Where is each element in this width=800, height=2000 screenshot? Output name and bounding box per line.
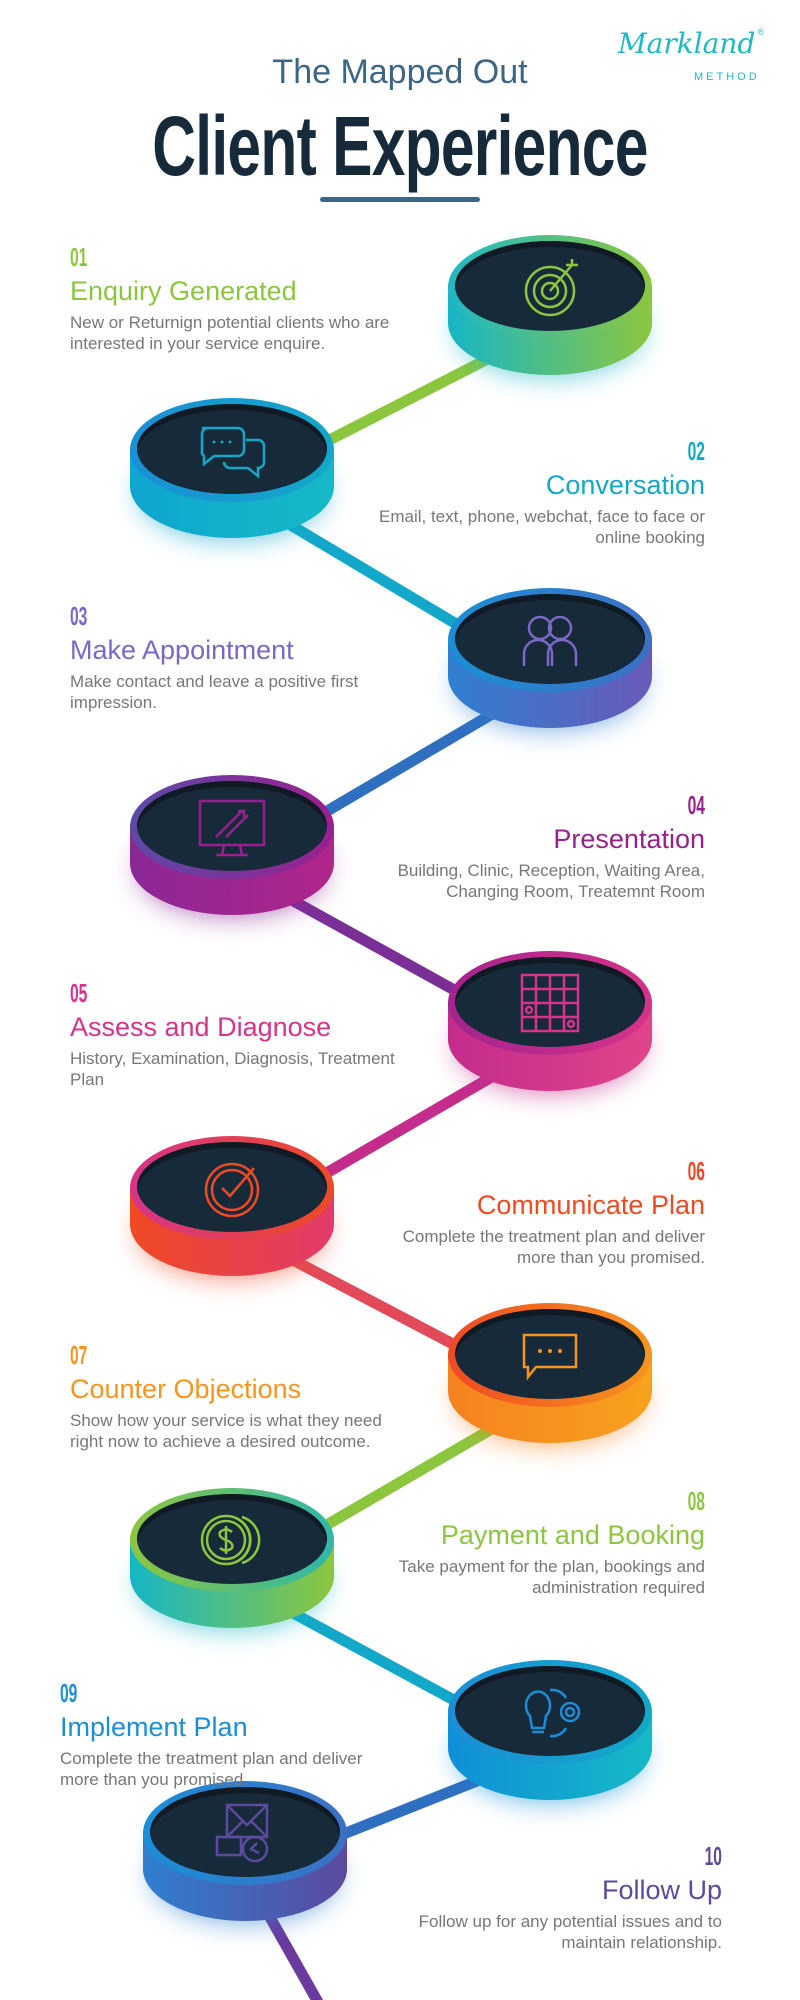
step-description: Building, Clinic, Reception, Waiting Are… <box>397 861 705 901</box>
step-disk-06 <box>130 1136 334 1286</box>
step-title: Conversation <box>545 470 705 500</box>
step-title: Enquiry Generated <box>70 276 297 306</box>
grid-icon <box>520 973 580 1033</box>
step-description: Take payment for the plan, bookings and … <box>398 1557 705 1597</box>
disk-top <box>448 588 652 692</box>
step-number: 07 <box>70 1340 88 1370</box>
people-icon <box>522 615 578 666</box>
page-title-text: Client Experience <box>152 99 648 193</box>
check-icon <box>204 1162 260 1218</box>
step-disk-07 <box>448 1303 652 1453</box>
step-10: 10 Follow Up Follow up for any potential… <box>392 1841 722 1953</box>
step-03: 03 Make Appointment Make contact and lea… <box>70 601 400 713</box>
step-title: Implement Plan <box>60 1712 248 1742</box>
step-description: History, Examination, Diagnosis, Treatme… <box>70 1049 395 1089</box>
logo-registered: ® <box>757 27 764 37</box>
step-disk-02 <box>130 398 334 548</box>
step-disk-03 <box>448 588 652 738</box>
step-number: 09 <box>60 1678 78 1708</box>
step-title: Follow Up <box>601 1875 722 1905</box>
step-09: 09 Implement Plan Complete the treatment… <box>60 1678 390 1790</box>
step-08: 08 Payment and Booking Take payment for … <box>375 1486 705 1598</box>
step-number: 08 <box>687 1486 705 1516</box>
step-description: Email, text, phone, webchat, face to fac… <box>378 507 705 547</box>
step-description: Complete the treatment plan and deliver … <box>60 1749 363 1789</box>
step-number: 03 <box>70 601 88 631</box>
logo-script-row: Markland® <box>618 26 764 62</box>
step-description: New or Returnign potential clients who a… <box>70 313 390 353</box>
step-05: 05 Assess and Diagnose History, Examinat… <box>70 978 400 1090</box>
step-description: Show how your service is what they need … <box>70 1411 382 1451</box>
step-number: 10 <box>704 1841 722 1871</box>
step-title: Assess and Diagnose <box>70 1012 332 1042</box>
idea-icon <box>524 1688 581 1738</box>
header-subtitle: The Mapped Out <box>272 53 528 91</box>
step-number: 04 <box>687 790 705 820</box>
step-title: Payment and Booking <box>440 1520 705 1550</box>
disk-face <box>137 1494 327 1584</box>
step-description: Complete the treatment plan and deliver … <box>402 1227 705 1267</box>
step-disk-09 <box>448 1660 652 1810</box>
step-02: 02 Conversation Email, text, phone, webc… <box>375 436 705 548</box>
disk-top <box>143 1781 347 1885</box>
title-divider <box>320 197 480 202</box>
disk-face <box>137 404 327 494</box>
chat-icon <box>200 426 266 479</box>
target-icon <box>524 259 578 317</box>
disk-face <box>150 1787 340 1877</box>
monitor-icon <box>198 799 266 857</box>
step-04: 04 Presentation Building, Clinic, Recept… <box>375 790 705 902</box>
mail-icon <box>215 1803 269 1863</box>
message-icon <box>522 1333 578 1381</box>
disk-top <box>130 775 334 879</box>
step-01: 01 Enquiry Generated New or Returnign po… <box>70 242 400 354</box>
disk-face <box>455 1309 645 1399</box>
step-06: 06 Communicate Plan Complete the treatme… <box>375 1156 705 1268</box>
disk-top <box>448 1303 652 1407</box>
step-number: 06 <box>687 1156 705 1186</box>
step-number: 01 <box>70 242 88 272</box>
disk-top <box>130 1488 334 1592</box>
page-title: Client Experience <box>0 98 800 194</box>
markland-method-logo: Markland® METHOD <box>618 26 796 96</box>
step-title: Make Appointment <box>70 635 294 665</box>
step-disk-01 <box>448 235 652 385</box>
step-07: 07 Counter Objections Show how your serv… <box>70 1340 400 1452</box>
step-disk-05 <box>448 951 652 1101</box>
step-disk-04 <box>130 775 334 925</box>
step-number: 02 <box>687 436 705 466</box>
logo-script: Markland <box>618 27 756 60</box>
step-title: Counter Objections <box>70 1374 302 1404</box>
step-title: Presentation <box>553 824 705 854</box>
step-description: Make contact and leave a positive first … <box>70 672 359 712</box>
step-description: Follow up for any potential issues and t… <box>418 1912 722 1952</box>
step-title: Communicate Plan <box>476 1190 705 1220</box>
step-number: 05 <box>70 978 88 1008</box>
disk-top <box>130 398 334 502</box>
coins-icon <box>200 1514 261 1566</box>
step-disk-10 <box>143 1781 347 1931</box>
disk-face <box>455 594 645 684</box>
logo-method: METHOD <box>694 71 760 83</box>
step-disk-08 <box>130 1488 334 1638</box>
